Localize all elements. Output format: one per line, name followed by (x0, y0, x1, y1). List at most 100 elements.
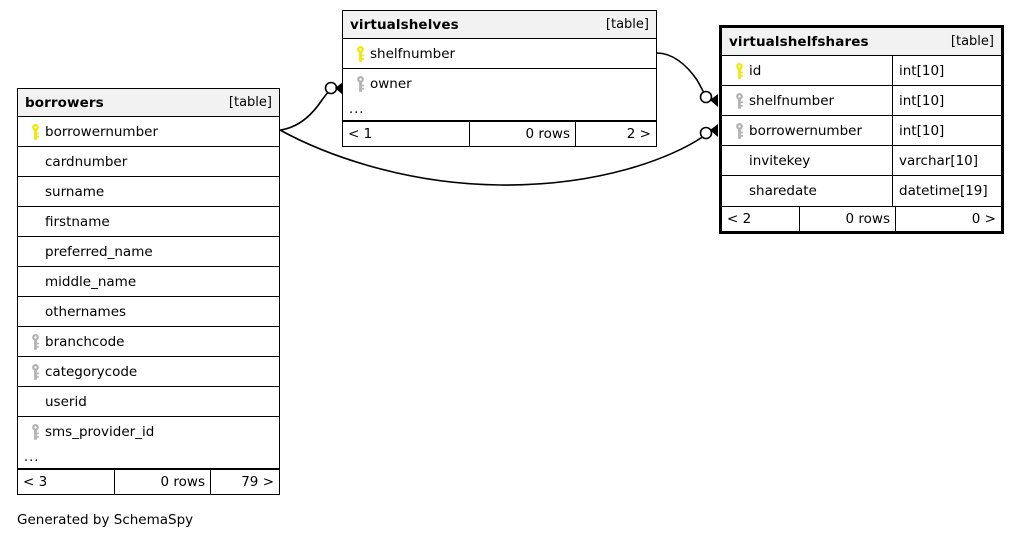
table-row[interactable]: borrowernumber (18, 117, 279, 147)
table-row[interactable]: shelfnumber int[10] (722, 86, 1001, 116)
table-row[interactable]: invitekey varchar[10] (722, 146, 1001, 176)
table-header-borrowers: borrowers [table] (18, 89, 279, 117)
table-footer-virtualshelfshares: < 2 0 rows 0 > (722, 206, 1001, 231)
column-name: branchcode (45, 333, 125, 350)
diagram-caption: Generated by SchemaSpy (17, 512, 194, 528)
next-page-button[interactable]: 79 > (241, 474, 274, 490)
table-row[interactable]: categorycode (18, 357, 279, 387)
table-footer-virtualshelves: < 1 0 rows 2 > (343, 121, 656, 146)
column-cell: categorycode (18, 363, 279, 380)
table-title: borrowers (25, 94, 104, 111)
table-row[interactable]: middle_name (18, 267, 279, 297)
column-name: shelfnumber (370, 45, 456, 62)
table-row[interactable]: sms_provider_id (18, 417, 279, 447)
table-header-virtualshelfshares: virtualshelfshares [table] (722, 28, 1001, 56)
table-row[interactable]: preferred_name (18, 237, 279, 267)
table-type-tag: [table] (950, 34, 994, 49)
next-page-button[interactable]: 0 > (971, 211, 996, 227)
more-columns-indicator: ... (18, 447, 279, 469)
column-type: int[10] (892, 86, 1001, 115)
edge-borrowers-virtualshelves (279, 84, 337, 131)
column-list-virtualshelves: shelfnumber owner (343, 39, 656, 99)
column-name: categorycode (45, 363, 138, 380)
prev-page-button[interactable]: < 3 (18, 470, 115, 494)
column-type: varchar[10] (892, 146, 1001, 175)
column-cell: middle_name (18, 274, 279, 290)
column-type: int[10] (892, 116, 1001, 145)
column-cell: shelfnumber (343, 45, 656, 62)
column-cell: sms_provider_id (18, 424, 279, 440)
column-name: shelfnumber (749, 92, 835, 109)
column-type: int[10] (892, 56, 1001, 85)
column-name: sharedate (749, 183, 817, 199)
column-name: othernames (45, 303, 127, 320)
column-cell: preferred_name (18, 244, 279, 260)
table-row[interactable]: shelfnumber (343, 39, 656, 69)
table-row[interactable]: othernames (18, 297, 279, 327)
table-row[interactable]: owner (343, 69, 656, 99)
table-header-virtualshelves: virtualshelves [table] (343, 11, 656, 39)
column-name: borrowernumber (45, 123, 159, 140)
more-columns-indicator: ... (343, 99, 656, 121)
column-name: firstname (45, 213, 110, 230)
foreign-key-icon (729, 92, 749, 109)
column-cell: firstname (18, 214, 279, 230)
column-cell: shelfnumber (722, 92, 892, 109)
column-name: surname (45, 183, 105, 200)
edge-endpoint-virtualshelfshares-shelfnumber (699, 90, 718, 107)
primary-key-icon (729, 62, 749, 79)
row-count-label: 0 rows (470, 122, 576, 146)
table-row[interactable]: id int[10] (722, 56, 1001, 86)
table-title: virtualshelfshares (729, 33, 869, 50)
column-name: id (749, 62, 762, 79)
table-row[interactable]: firstname (18, 207, 279, 237)
row-count-label: 0 rows (800, 207, 896, 231)
column-cell: id (722, 62, 892, 79)
table-type-tag: [table] (228, 95, 272, 110)
column-name: middle_name (45, 273, 137, 290)
table-footer-borrowers: < 3 0 rows 79 > (18, 469, 279, 494)
edge-endpoint-virtualshelfshares-borrowernumber (699, 124, 718, 140)
primary-key-icon (25, 123, 45, 140)
row-count-label: 0 rows (115, 470, 211, 494)
prev-page-button[interactable]: < 2 (722, 207, 800, 231)
foreign-key-icon (729, 122, 749, 139)
next-page-button[interactable]: 2 > (626, 126, 651, 142)
column-name: sms_provider_id (45, 424, 155, 440)
table-type-tag: [table] (605, 17, 649, 32)
foreign-key-icon (350, 76, 370, 92)
table-row[interactable]: surname (18, 177, 279, 207)
column-name: borrowernumber (749, 122, 863, 139)
column-cell: cardnumber (18, 154, 279, 170)
table-row[interactable]: branchcode (18, 327, 279, 357)
column-cell: sharedate (722, 183, 892, 199)
primary-key-icon (350, 45, 370, 62)
column-cell: branchcode (18, 333, 279, 350)
table-row[interactable]: cardnumber (18, 147, 279, 177)
column-name: userid (45, 393, 87, 410)
column-cell: othernames (18, 304, 279, 320)
column-name: invitekey (749, 152, 811, 169)
column-cell: userid (18, 394, 279, 410)
column-cell: borrowernumber (722, 122, 892, 139)
column-name: cardnumber (45, 153, 128, 170)
prev-page-button[interactable]: < 1 (343, 122, 470, 146)
table-row[interactable]: borrowernumber int[10] (722, 116, 1001, 146)
column-list-borrowers: borrowernumber cardnumber surname firstname… (18, 117, 279, 447)
table-borrowers[interactable]: borrowers [table] borrowernumber cardnumb… (17, 88, 280, 495)
edge-endpoint-virtualshelves-owner (324, 81, 343, 95)
column-cell: invitekey (722, 153, 892, 169)
foreign-key-icon (25, 424, 45, 440)
column-name: preferred_name (45, 243, 153, 260)
table-row[interactable]: userid (18, 387, 279, 417)
foreign-key-icon (25, 333, 45, 350)
column-cell: borrowernumber (18, 123, 279, 140)
column-cell: owner (343, 76, 656, 92)
column-name: owner (370, 76, 412, 92)
edge-virtualshelves-virtualshelfshares (656, 52, 707, 98)
column-cell: surname (18, 184, 279, 200)
